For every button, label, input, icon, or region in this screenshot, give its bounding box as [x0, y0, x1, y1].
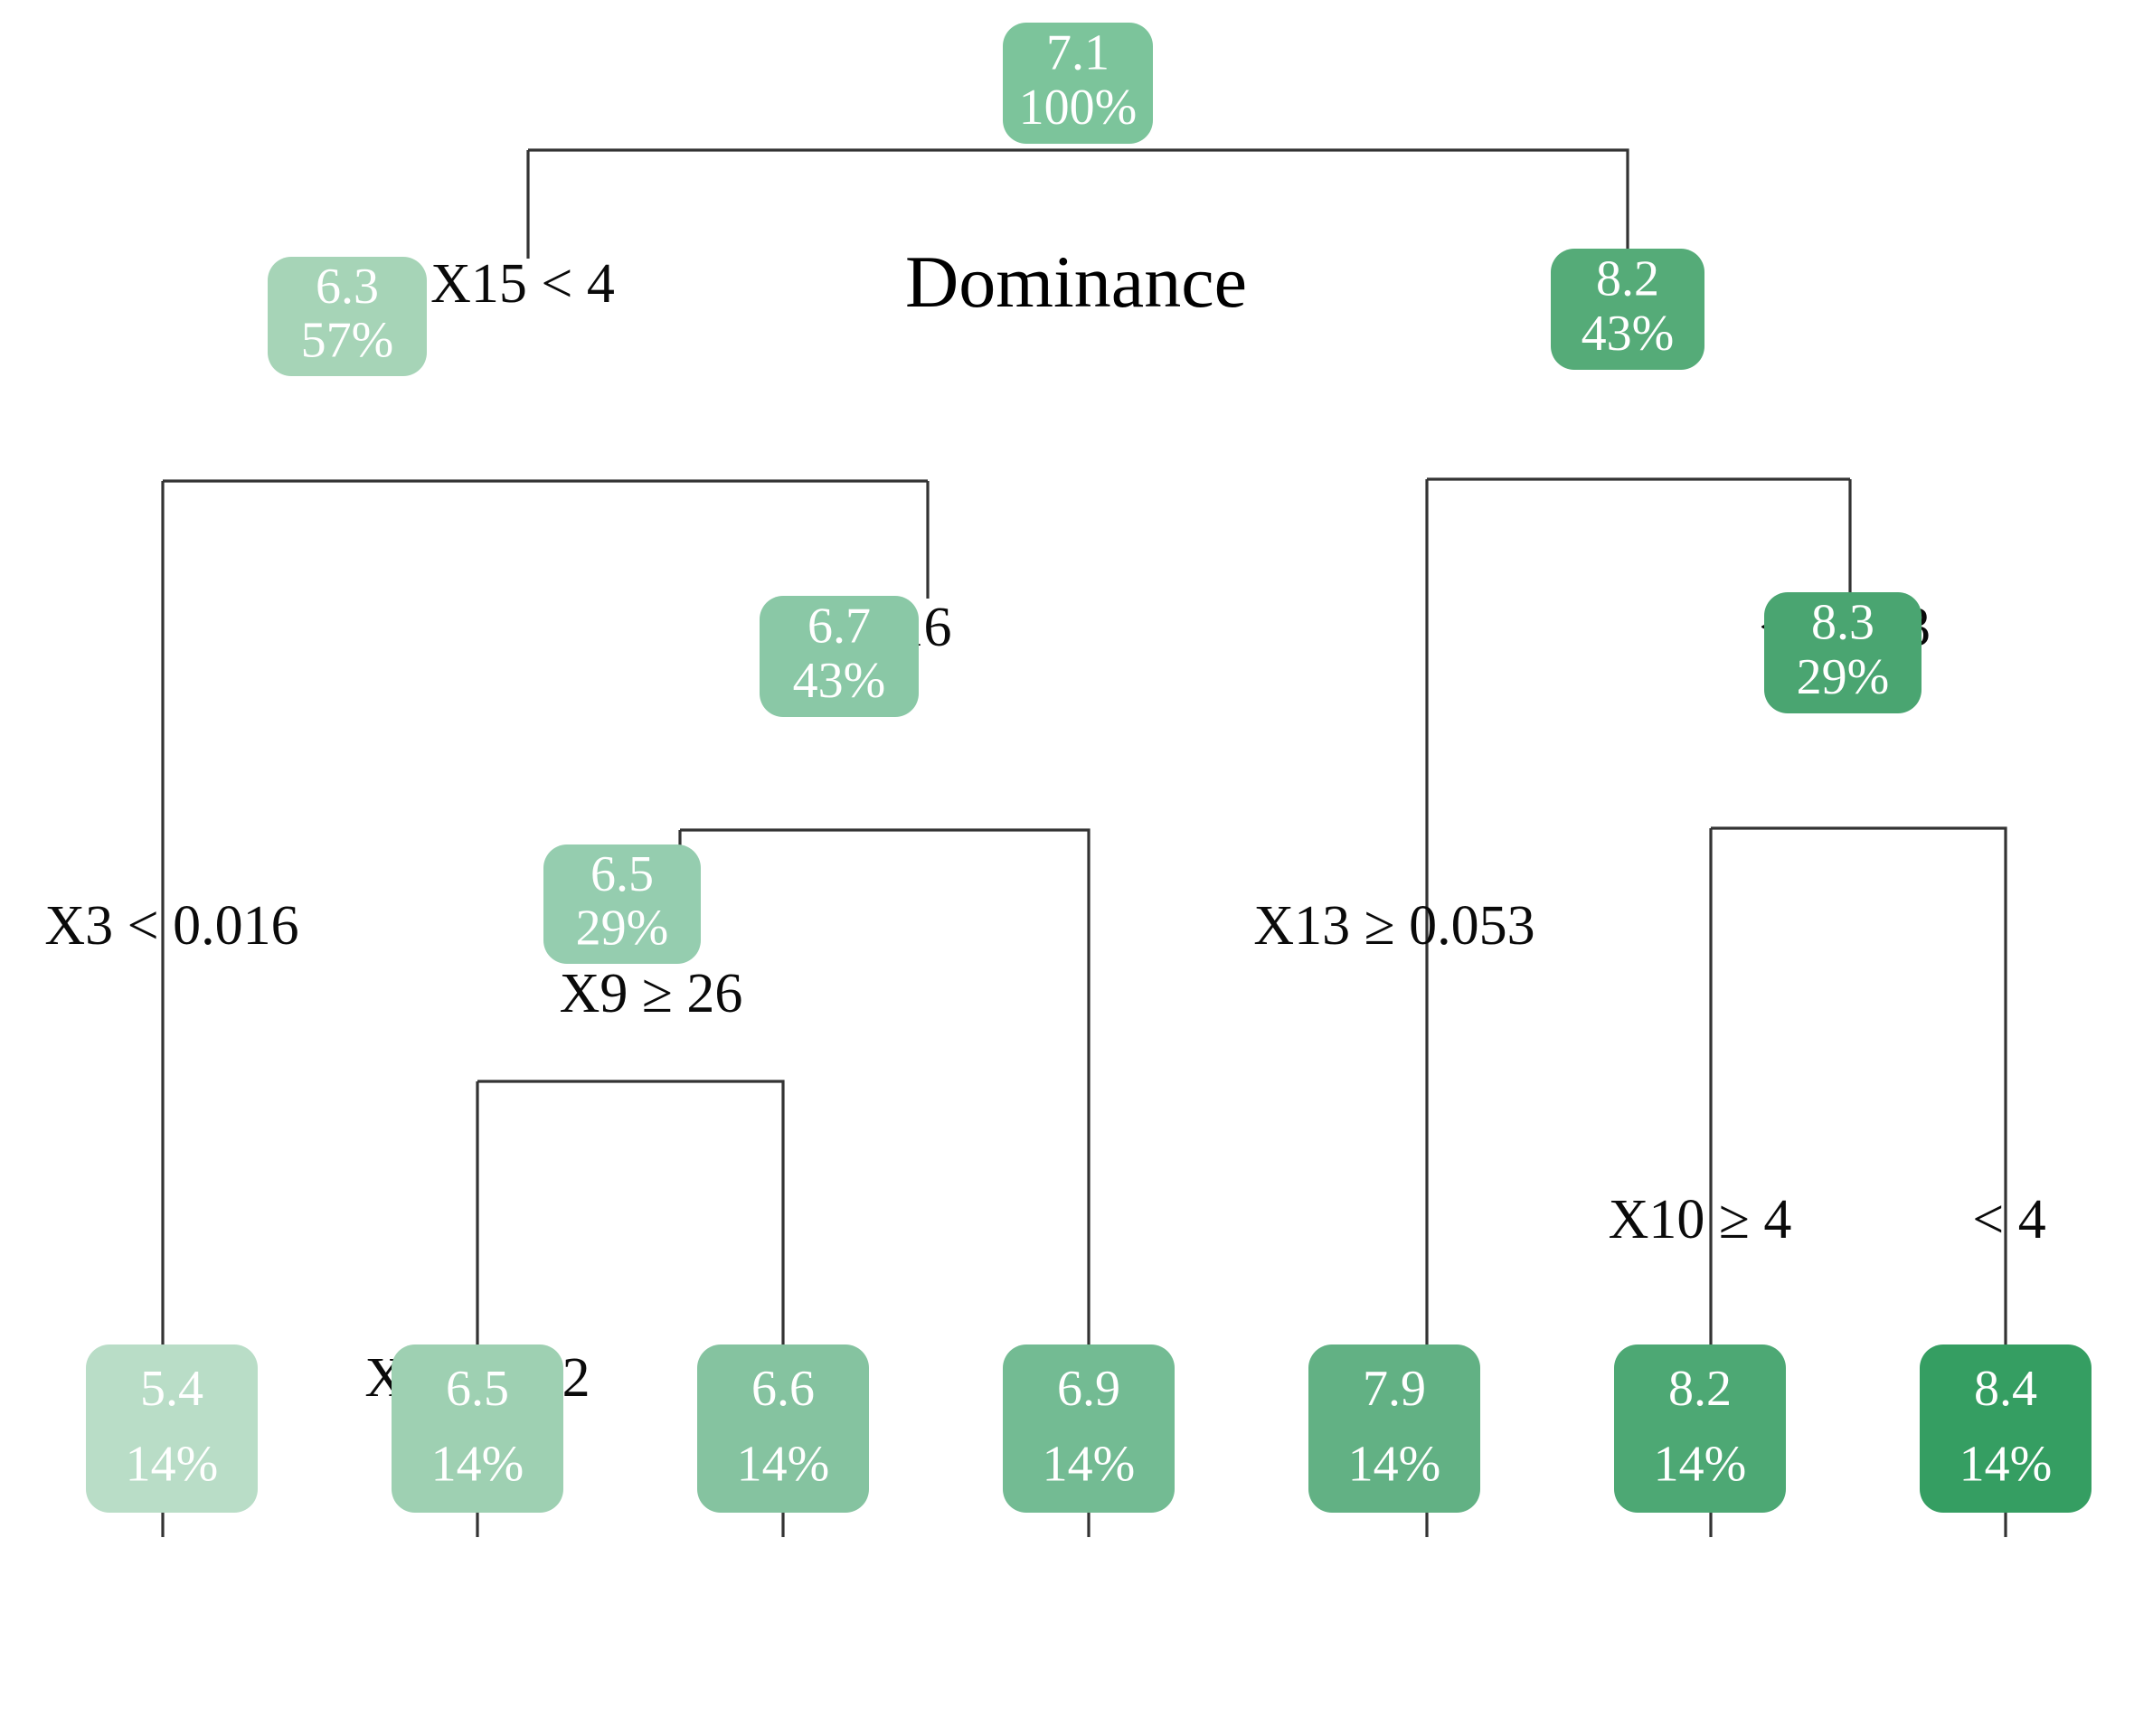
- node-value: 7.1: [1046, 25, 1109, 81]
- tree-internal-node: 6.529%: [543, 844, 701, 964]
- node-box: [1551, 249, 1704, 370]
- tree-leaf-node: 8.414%: [1920, 1344, 2092, 1513]
- tree-edge: [678, 828, 1091, 1537]
- tree-leaf-node: 8.214%: [1614, 1344, 1786, 1513]
- split-condition-label: X9 ≥ 26: [560, 963, 743, 1024]
- split-condition-label: X10 ≥ 4: [1609, 1189, 1792, 1250]
- node-percent: 43%: [1582, 306, 1675, 362]
- node-box: [1003, 23, 1153, 144]
- node-percent: 14%: [431, 1436, 524, 1492]
- node-percent: 14%: [737, 1436, 830, 1492]
- node-box: [268, 257, 427, 376]
- node-value: 6.7: [807, 599, 871, 655]
- node-percent: 14%: [1043, 1436, 1136, 1492]
- node-value: 6.5: [446, 1361, 509, 1417]
- node-percent: 14%: [1959, 1436, 2053, 1492]
- node-value: 6.5: [590, 846, 654, 902]
- node-value: 6.6: [751, 1361, 815, 1417]
- tree-internal-node: 6.357%: [268, 257, 427, 376]
- node-percent: 29%: [576, 901, 669, 957]
- tree-internal-node: 8.329%: [1764, 592, 1922, 713]
- node-value: 6.3: [316, 259, 379, 315]
- node-value: 8.3: [1811, 595, 1874, 651]
- split-condition-label: X13 ≥ 0.053: [1253, 895, 1534, 957]
- tree-leaf-node: 6.614%: [697, 1344, 869, 1513]
- node-box: [760, 596, 919, 717]
- node-layer: 7.1100%6.357%8.243%6.743%8.329%6.529%5.4…: [86, 23, 2092, 1513]
- node-percent: 14%: [126, 1436, 219, 1492]
- split-condition-label: X3 < 0.016: [44, 895, 298, 957]
- tree-leaf-node: 5.414%: [86, 1344, 258, 1513]
- node-percent: 14%: [1348, 1436, 1441, 1492]
- split-condition-label: X15 < 4: [430, 253, 615, 315]
- tree-edge: [526, 148, 1629, 259]
- node-value: 6.9: [1057, 1361, 1120, 1417]
- split-condition-label: < 4: [1972, 1189, 2045, 1250]
- node-percent: 14%: [1654, 1436, 1747, 1492]
- chart-title: Dominance: [905, 241, 1247, 323]
- node-box: [1920, 1344, 2092, 1513]
- tree-leaf-node: 6.514%: [392, 1344, 563, 1513]
- node-value: 8.2: [1596, 251, 1659, 307]
- node-box: [86, 1344, 258, 1513]
- node-box: [543, 844, 701, 964]
- node-box: [392, 1344, 563, 1513]
- node-box: [1003, 1344, 1175, 1513]
- node-percent: 100%: [1019, 80, 1138, 136]
- tree-leaf-node: 6.914%: [1003, 1344, 1175, 1513]
- tree-internal-node: 6.743%: [760, 596, 919, 717]
- node-percent: 43%: [793, 653, 886, 709]
- node-percent: 57%: [301, 313, 394, 369]
- tree-leaf-node: 7.914%: [1308, 1344, 1480, 1513]
- node-percent: 29%: [1797, 649, 1890, 705]
- tree-internal-node: 8.243%: [1551, 249, 1704, 370]
- node-value: 5.4: [140, 1361, 203, 1417]
- node-box: [1614, 1344, 1786, 1513]
- node-value: 7.9: [1363, 1361, 1426, 1417]
- node-box: [1764, 592, 1922, 713]
- node-box: [697, 1344, 869, 1513]
- node-box: [1308, 1344, 1480, 1513]
- node-value: 8.2: [1668, 1361, 1732, 1417]
- node-value: 8.4: [1974, 1361, 2037, 1417]
